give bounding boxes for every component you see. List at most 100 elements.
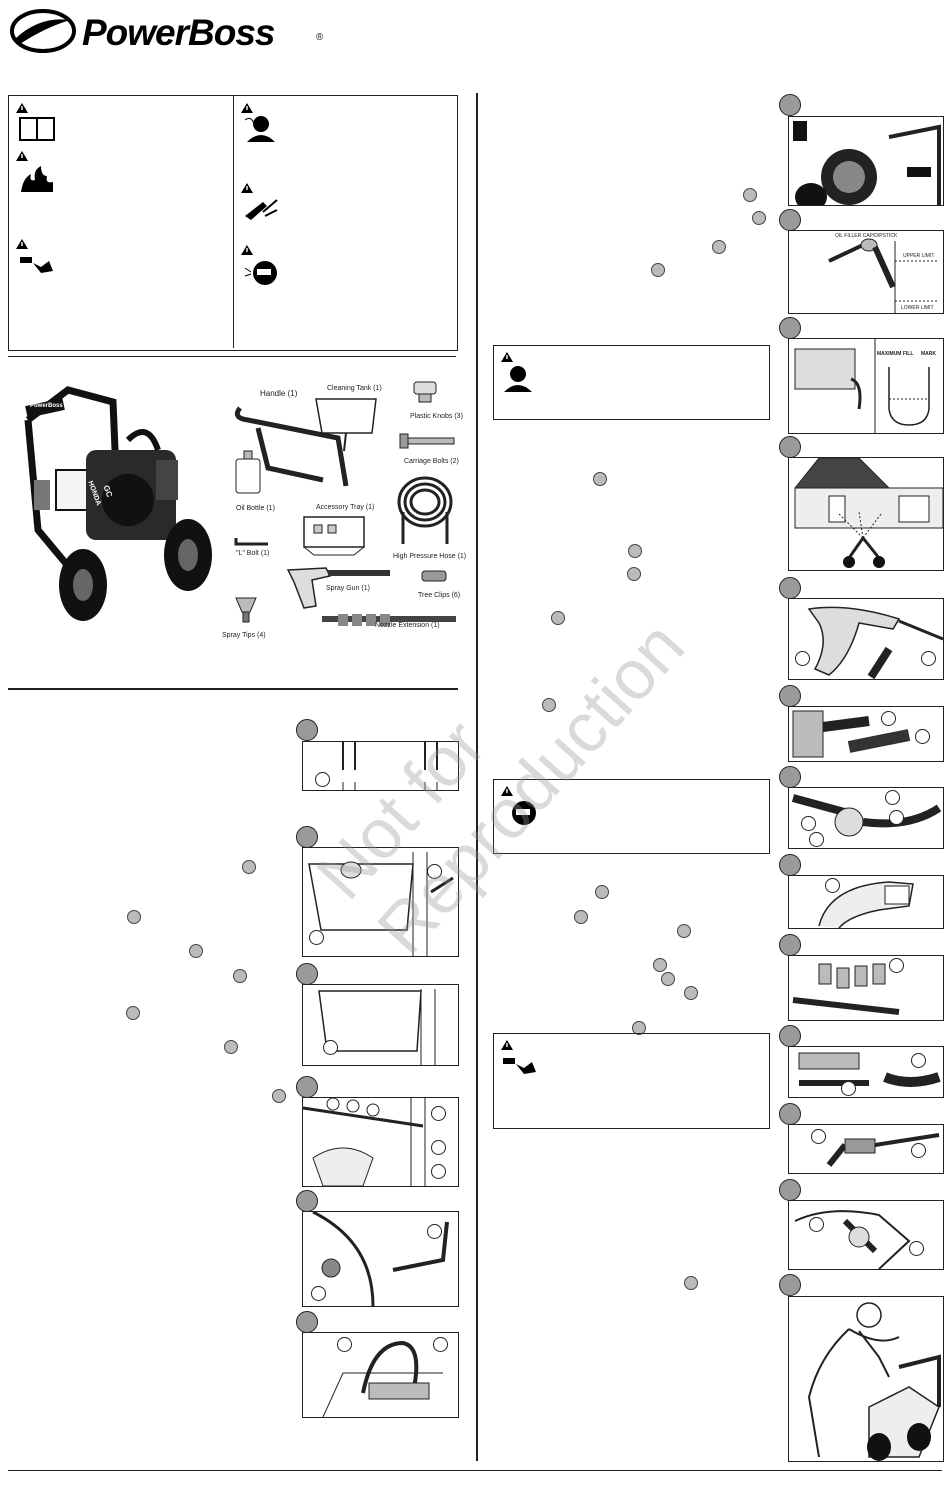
figure-engine-oil xyxy=(788,116,944,206)
figure-tank-install xyxy=(302,847,459,957)
maximum-fill-label: MAXIMUM FILL xyxy=(877,351,914,357)
figure-spray-gun-hose xyxy=(788,598,944,680)
figure-house-cleaning xyxy=(788,457,944,571)
figure-nozzle-holder xyxy=(788,955,944,1021)
part-label-nozzle-extension: Nozzle Extension (1) xyxy=(375,622,440,629)
ref-marker xyxy=(712,240,726,254)
high-pressure-hose-part-icon xyxy=(397,476,453,544)
carriage-bolt-part-icon xyxy=(399,433,455,449)
column-divider xyxy=(476,93,478,1461)
spray-tip-part-icon xyxy=(235,597,257,623)
step-19-marker xyxy=(779,1274,801,1296)
exhaust-hazard-icon xyxy=(504,366,532,392)
ref-marker xyxy=(632,1021,646,1035)
ref-marker xyxy=(653,958,667,972)
part-label-high-pressure-hose: High Pressure Hose (1) xyxy=(393,553,467,560)
injection-hazard-icon xyxy=(503,1058,536,1074)
eye-protection-icon xyxy=(512,801,536,825)
lower-limit-label: LOWER LIMIT xyxy=(901,305,934,311)
eye-protection-warning-box xyxy=(493,779,770,854)
step-8-marker xyxy=(779,209,801,231)
safety-divider xyxy=(233,96,234,348)
brand-name: PowerBoss xyxy=(82,12,276,53)
part-label-cleaning-tank: Cleaning Tank (1) xyxy=(327,385,382,392)
figure-starting-engine xyxy=(788,1296,944,1462)
part-label-accessory-tray: Accessory Tray (1) xyxy=(316,504,375,511)
step-14-marker xyxy=(779,854,801,876)
part-label-spray-tips: Spray Tips (4) xyxy=(222,632,266,639)
ref-marker xyxy=(628,544,642,558)
part-label-carriage-bolts: Carriage Bolts (2) xyxy=(404,458,459,465)
registered-mark: ® xyxy=(316,32,324,43)
step-3-marker xyxy=(296,963,318,985)
step-5-marker xyxy=(296,1190,318,1212)
step-17-marker xyxy=(779,1103,801,1125)
step-16-marker xyxy=(779,1025,801,1047)
ref-marker xyxy=(551,611,565,625)
upper-limit-label: UPPER LIMIT xyxy=(903,253,935,259)
exhaust-hazard-icon xyxy=(244,116,275,142)
step-12-marker xyxy=(779,685,801,707)
ref-marker xyxy=(743,188,757,202)
figure-nozzle-select xyxy=(788,1046,944,1098)
manual-book-icon xyxy=(19,117,55,141)
machine-brand-label: PowerBoss xyxy=(30,403,63,409)
figure-tank-mounted xyxy=(302,984,459,1066)
part-label-plastic-knobs: Plastic Knobs (3) xyxy=(410,413,463,420)
step-9-marker xyxy=(779,317,801,339)
figure-handle-install xyxy=(302,741,459,791)
step-15-marker xyxy=(779,934,801,956)
handle-part-icon xyxy=(234,406,349,487)
ref-marker xyxy=(224,1040,238,1054)
tree-clip-part-icon xyxy=(421,570,447,582)
figure-tank-fill: MAXIMUM FILL MARK xyxy=(788,338,944,434)
part-label-tree-clips: Tree Clips (6) xyxy=(418,592,461,599)
figure-l-bolt-install xyxy=(302,1211,459,1307)
step-6-marker xyxy=(296,1311,318,1333)
figure-engine-switch xyxy=(788,1200,944,1270)
warning-triangle-icon xyxy=(501,786,513,796)
ref-marker xyxy=(595,885,609,899)
figure-tray-install xyxy=(302,1097,459,1187)
exhaust-warning-box xyxy=(493,345,770,420)
step-13-marker xyxy=(779,766,801,788)
part-label-handle: Handle (1) xyxy=(260,389,298,398)
ref-marker xyxy=(542,698,556,712)
step-18-marker xyxy=(779,1179,801,1201)
cleaning-tank-part-icon xyxy=(315,398,377,452)
injection-warning-box xyxy=(493,1033,770,1129)
brand-logo: PowerBoss ® xyxy=(10,8,330,54)
ref-marker xyxy=(593,472,607,486)
part-label-l-bolt: "L" Bolt (1) xyxy=(236,550,270,557)
oil-bottle-part-icon xyxy=(235,450,261,494)
ref-marker xyxy=(684,986,698,1000)
nozzle-extension-part-icon xyxy=(322,614,456,626)
warning-triangle-icon xyxy=(501,352,513,362)
eye-protection-icon xyxy=(244,261,277,285)
ref-marker xyxy=(651,263,665,277)
figure-insert-tip xyxy=(788,1124,944,1174)
ref-marker xyxy=(627,567,641,581)
part-label-oil-bottle: Oil Bottle (1) xyxy=(236,505,275,512)
warning-triangle-icon xyxy=(241,103,253,113)
warning-triangle-icon xyxy=(501,1040,513,1050)
ref-marker xyxy=(126,1006,140,1020)
ref-marker xyxy=(752,211,766,225)
safety-warning-box xyxy=(8,95,458,351)
step-11-marker xyxy=(779,577,801,599)
figure-quick-connect xyxy=(788,787,944,849)
figure-hose-coupling xyxy=(788,706,944,762)
logo-swoosh-icon xyxy=(10,9,76,53)
assembly-section-rule xyxy=(8,688,458,690)
pressure-washer-illustration xyxy=(24,386,212,621)
figure-hose-connect xyxy=(302,1332,459,1418)
accessory-tray-part-icon xyxy=(303,516,365,556)
ref-marker xyxy=(189,944,203,958)
ref-marker xyxy=(677,924,691,938)
bottom-rule xyxy=(8,1470,942,1471)
injection-hazard-icon xyxy=(20,257,53,273)
ref-marker xyxy=(272,1089,286,1103)
step-1-marker xyxy=(296,719,318,741)
warning-triangle-icon xyxy=(241,245,253,255)
fire-hazard-icon xyxy=(21,166,53,192)
